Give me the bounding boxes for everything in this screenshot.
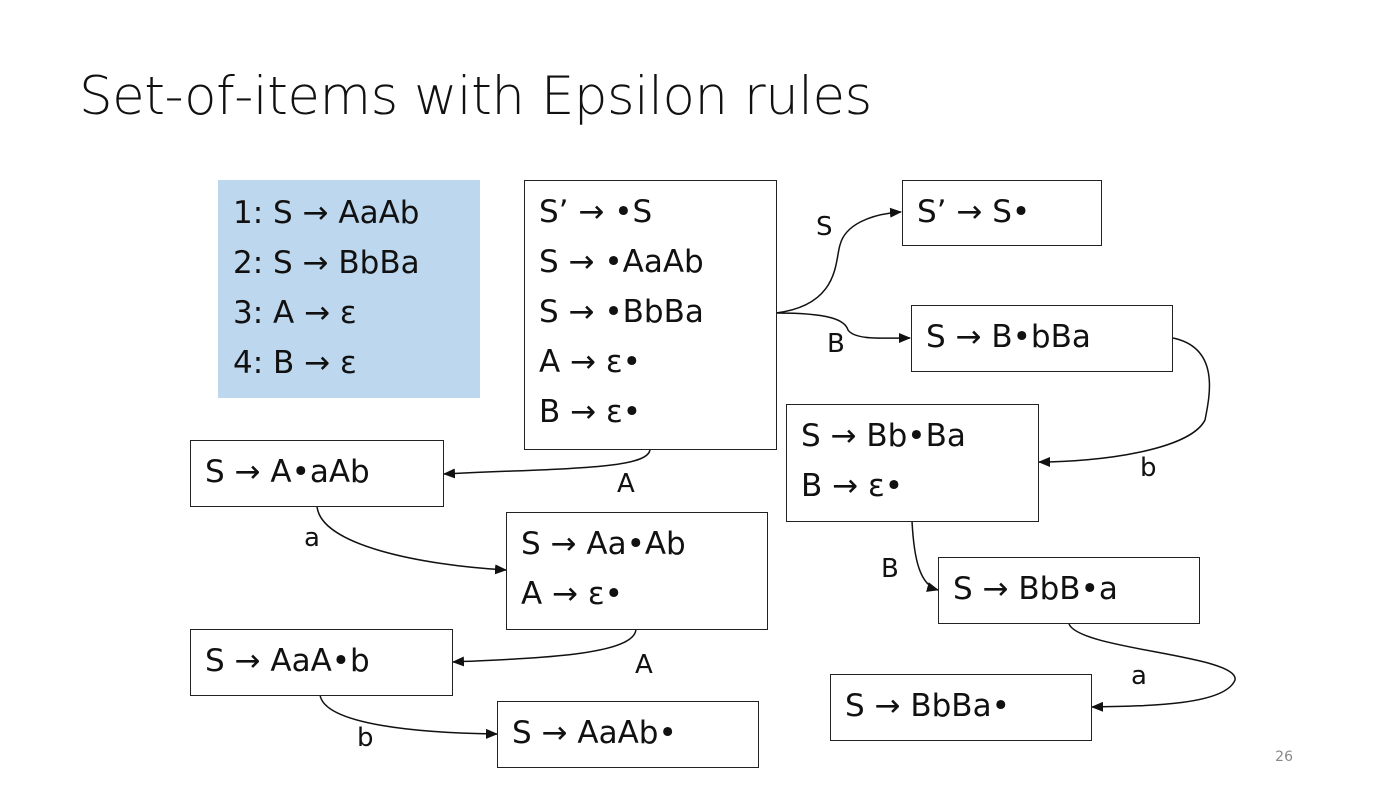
item: S → •AaAb: [539, 244, 704, 280]
state-i3: S → A•aAb: [190, 440, 444, 507]
item: S’ → S•: [917, 194, 1031, 230]
item: S → AaAb•: [512, 715, 677, 751]
grammar-rule: 3: A → ε: [233, 295, 357, 331]
grammar-rule: 4: B → ε: [233, 345, 357, 381]
state-i4: S → Bb•Ba B → ε•: [786, 404, 1039, 522]
edge-a-lower: [316, 505, 507, 575]
item: S → BbBa•: [845, 688, 1010, 724]
item: S → AaA•b: [205, 643, 370, 679]
edge-label-b-lower: b: [1140, 453, 1157, 483]
edge-label-a-lower2: a: [1131, 661, 1147, 691]
grammar-rules: 1: S → AaAb 2: S → BbBa 3: A → ε 4: B → …: [218, 180, 480, 398]
edge-b-upper: [775, 312, 911, 344]
edge-a-lower2: [1068, 623, 1236, 712]
item: S → Aa•Ab: [521, 526, 686, 562]
item: B → ε•: [539, 394, 641, 430]
item: S → BbB•a: [953, 571, 1118, 607]
edge-label-b-upper2: B: [881, 554, 899, 584]
grammar-rule: 1: S → AaAb: [233, 195, 420, 231]
edge-b-lower: [1038, 337, 1211, 467]
edge-a-upper2: [452, 628, 637, 667]
edge-a-upper: [443, 448, 651, 479]
edge-label-a-upper2: A: [635, 650, 653, 680]
item: S → B•bBa: [926, 319, 1091, 355]
item: S → •BbBa: [539, 294, 704, 330]
edge-label-b-upper: B: [827, 329, 845, 359]
item: B → ε•: [801, 468, 903, 504]
state-i0: S’ → •S S → •AaAb S → •BbBa A → ε• B → ε…: [524, 180, 777, 450]
item: S’ → •S: [539, 194, 653, 230]
edge-label-b-lower2: b: [357, 723, 374, 753]
grammar-rule: 2: S → BbBa: [233, 245, 420, 281]
edge-b-lower2: [319, 694, 498, 739]
item: S → A•aAb: [205, 454, 370, 490]
edge-label-a-upper: A: [617, 469, 635, 499]
item: S → Bb•Ba: [801, 418, 966, 454]
edge-s: [775, 207, 902, 314]
edge-b-upper2: [911, 520, 939, 592]
edge-label-a-lower: a: [304, 523, 320, 553]
state-i2: S → B•bBa: [911, 305, 1173, 372]
state-i5: S → Aa•Ab A → ε•: [506, 512, 768, 630]
slide-title: Set-of-items with Epsilon rules: [79, 66, 872, 127]
state-i6: S → BbB•a: [938, 557, 1200, 624]
edge-label-s: S: [816, 212, 833, 242]
state-i1: S’ → S•: [902, 180, 1102, 246]
item: A → ε•: [521, 576, 623, 612]
slide-number: 26: [1275, 749, 1293, 765]
item: A → ε•: [539, 344, 641, 380]
state-i9: S → AaAb•: [497, 701, 759, 768]
state-i7: S → AaA•b: [190, 629, 453, 696]
state-i8: S → BbBa•: [830, 674, 1092, 741]
